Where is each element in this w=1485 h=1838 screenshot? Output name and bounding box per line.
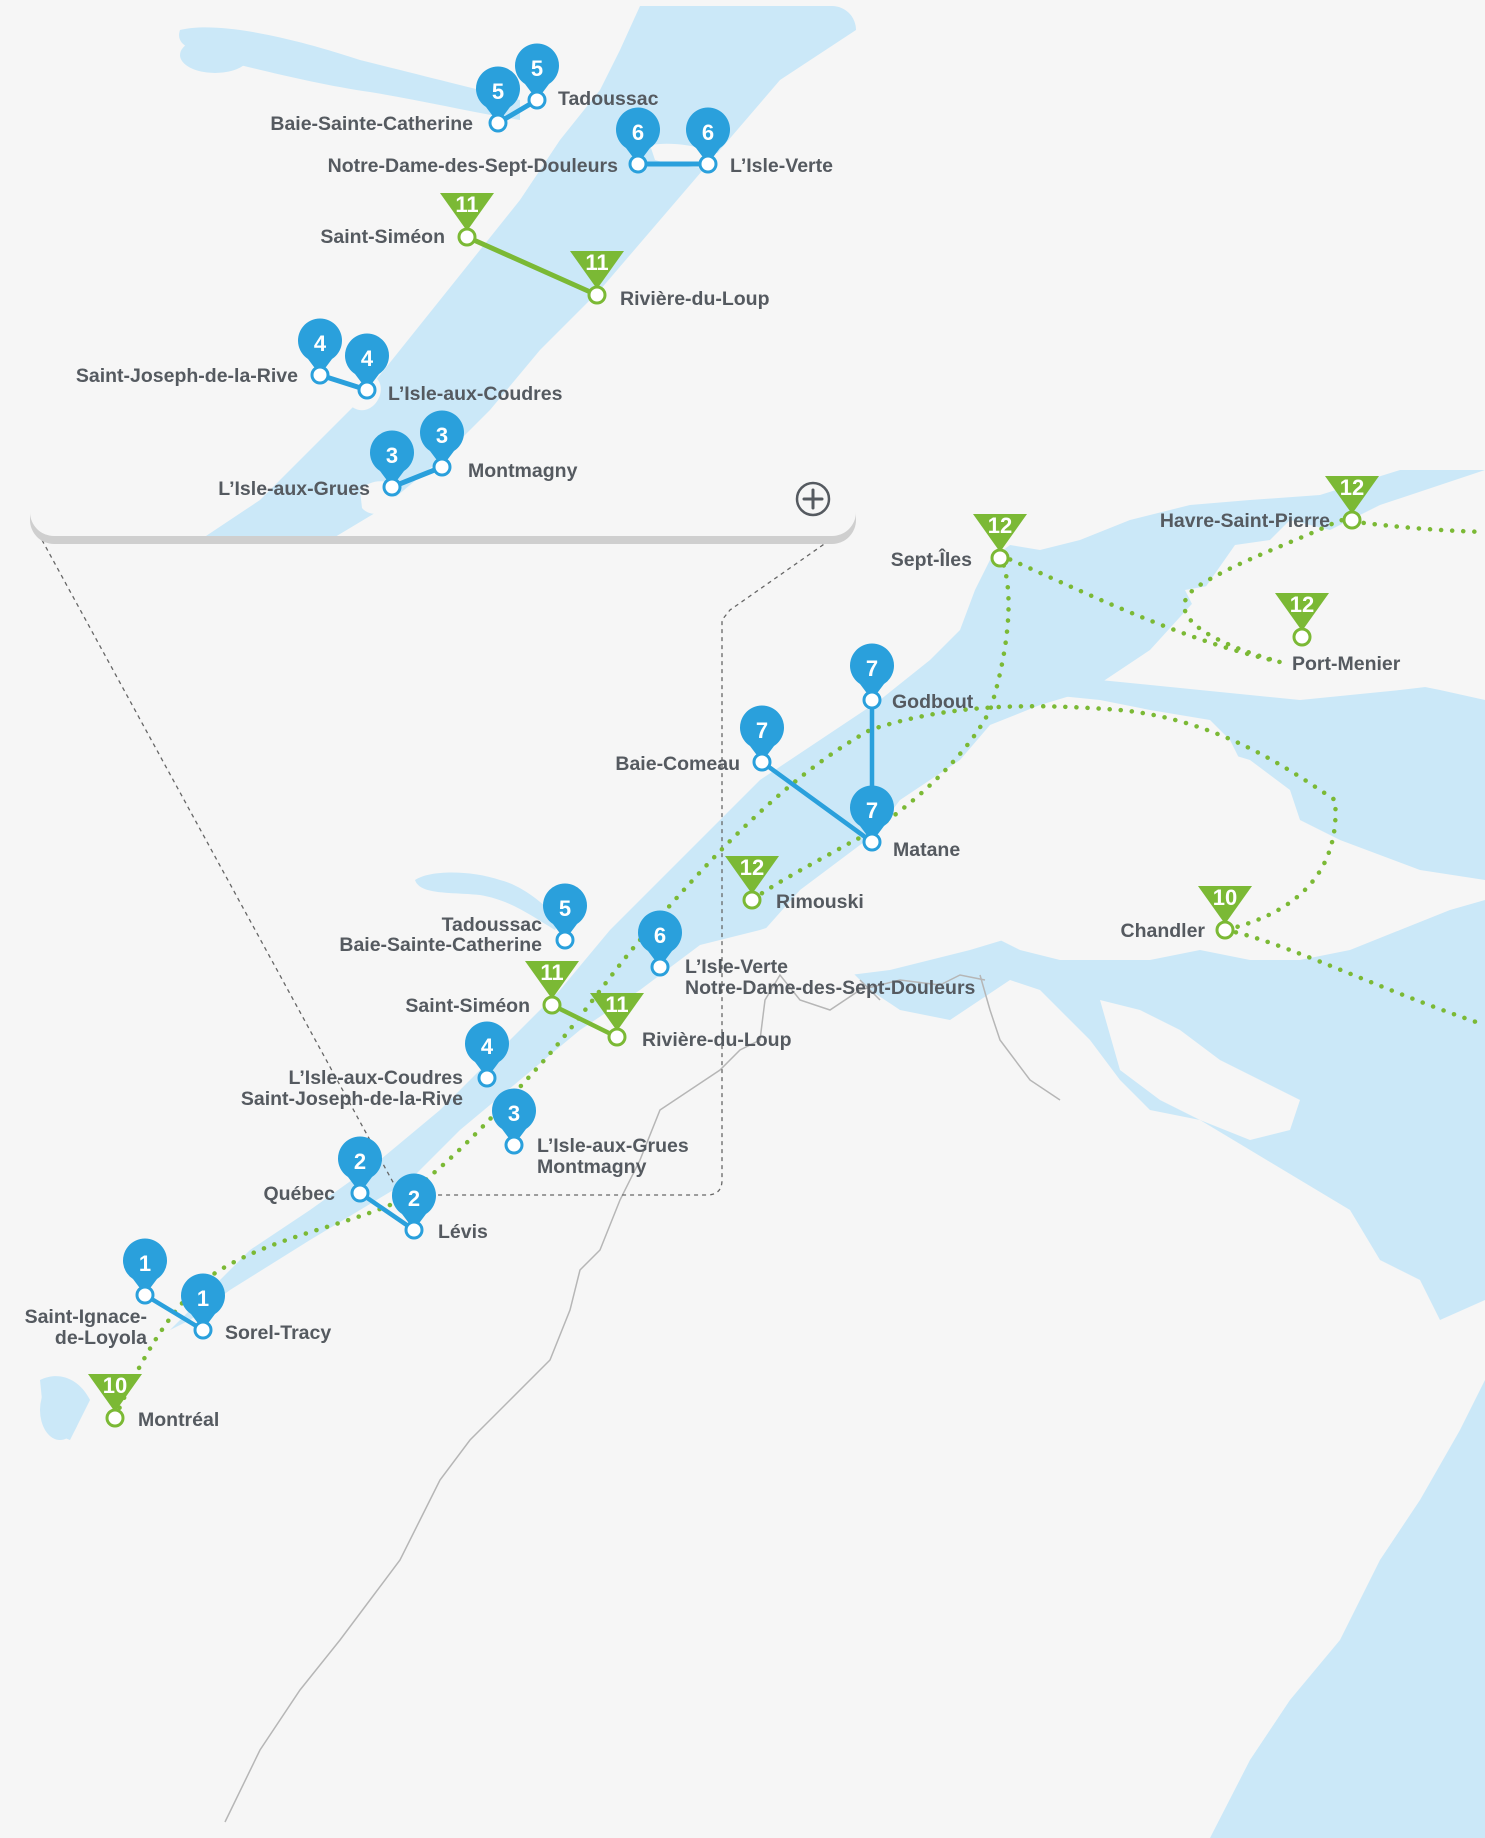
land-masses <box>760 582 1485 1290</box>
label-quebec: Québec <box>263 1183 335 1205</box>
route-number: 6 <box>702 120 714 145</box>
route-number: 5 <box>559 896 571 921</box>
route-number: 12 <box>1340 475 1364 500</box>
route-number: 2 <box>408 1186 420 1211</box>
inset-markers[interactable]: 5 5 6 6 4 4 3 3 11 11 <box>296 42 732 497</box>
label-levis: Lévis <box>438 1221 488 1243</box>
inset-panel[interactable]: 5 5 6 6 4 4 3 3 11 11 Tadoussac Baie-Sai… <box>30 6 856 540</box>
plus-circle-icon[interactable] <box>795 481 831 517</box>
label-riviere-du-loup: Rivière-du-Loup <box>620 288 770 310</box>
route-number: 11 <box>540 960 563 985</box>
label-l-isle-aux-grues: L’Isle-aux-Grues <box>218 478 370 500</box>
route-number: 3 <box>386 443 398 468</box>
label-sorel-tracy: Sorel-Tracy <box>225 1322 331 1344</box>
green-solid-routes <box>549 1002 620 1040</box>
borders <box>224 973 1061 1823</box>
route-number: 7 <box>756 718 768 743</box>
small-lakes <box>40 872 560 1440</box>
route-number: 3 <box>508 1101 520 1126</box>
route-number: 1 <box>139 1251 151 1276</box>
label-baie-sainte-catherine: Baie-Sainte-Catherine <box>270 113 473 135</box>
label-l-isle-aux-grues: L’Isle-aux-Grues <box>537 1135 689 1157</box>
label-baie-comeau: Baie-Comeau <box>615 753 740 775</box>
route-number: 4 <box>481 1034 494 1059</box>
inset-labels: Tadoussac Baie-Sainte-Catherine Notre-Da… <box>76 88 833 500</box>
label-port-menier: Port-Menier <box>1292 653 1401 675</box>
route-number: 4 <box>314 331 327 356</box>
label-saint-joseph: Saint-Joseph-de-la-Rive <box>76 365 298 387</box>
route-number: 7 <box>866 656 878 681</box>
label-l-isle-aux-coudres: L’Isle-aux-Coudres <box>388 383 563 405</box>
label-baie-sainte-catherine: Baie-Sainte-Catherine <box>339 934 542 956</box>
label-saint-joseph: Saint-Joseph-de-la-Rive <box>241 1088 463 1110</box>
route-number: 5 <box>492 79 504 104</box>
label-l-isle-verte: L’Isle-Verte <box>685 956 788 978</box>
label-chandler: Chandler <box>1120 920 1205 942</box>
route-number: 10 <box>1213 885 1237 910</box>
route-number: 3 <box>436 423 448 448</box>
route-number: 2 <box>354 1149 366 1174</box>
label-l-isle-aux-coudres: L’Isle-aux-Coudres <box>289 1067 464 1089</box>
label-tadoussac: Tadoussac <box>558 88 659 110</box>
route-number: 12 <box>1290 592 1314 617</box>
label-saint-ignace: Saint-Ignace- <box>25 1306 147 1328</box>
label-notre-dame: Notre-Dame-des-Sept-Douleurs <box>328 155 619 177</box>
route-number: 11 <box>455 192 478 217</box>
label-notre-dame: Notre-Dame-des-Sept-Douleurs <box>685 977 976 999</box>
label-matane: Matane <box>893 839 960 861</box>
label-tadoussac: Tadoussac <box>442 914 543 936</box>
label-saint-simeon: Saint-Siméon <box>320 226 445 248</box>
label-montmagny: Montmagny <box>537 1156 647 1178</box>
label-l-isle-verte: L’Isle-Verte <box>730 155 833 177</box>
label-rimouski: Rimouski <box>776 891 864 913</box>
label-saint-simeon: Saint-Siméon <box>405 995 530 1017</box>
route-number: 12 <box>988 513 1012 538</box>
label-sept-iles: Sept-Îles <box>891 547 972 571</box>
label-montmagny: Montmagny <box>468 460 578 482</box>
route-number: 6 <box>654 923 666 948</box>
label-godbout: Godbout <box>892 691 974 713</box>
route-number: 1 <box>197 1286 209 1311</box>
route-number: 12 <box>740 855 764 880</box>
main-markers[interactable]: 1 1 2 2 3 4 5 6 7 7 7 10 10 11 11 12 12 … <box>86 474 1381 1428</box>
route-number: 11 <box>605 992 628 1017</box>
label-havre-saint-pierre: Havre-Saint-Pierre <box>1160 510 1330 532</box>
green-dotted-routes <box>112 517 1485 1421</box>
label-riviere-du-loup: Rivière-du-Loup <box>642 1029 792 1051</box>
inset-connector <box>41 539 831 1196</box>
route-number: 5 <box>531 56 543 81</box>
route-number: 10 <box>103 1373 127 1398</box>
label-montreal: Montréal <box>138 1409 219 1431</box>
route-number: 4 <box>361 346 374 371</box>
route-number: 7 <box>866 798 878 823</box>
label-de-loyola: de-Loyola <box>55 1327 147 1349</box>
route-number: 11 <box>585 250 608 275</box>
route-number: 6 <box>632 120 644 145</box>
main-labels: Montréal Saint-Ignace- de-Loyola Sorel-T… <box>25 510 1401 1431</box>
